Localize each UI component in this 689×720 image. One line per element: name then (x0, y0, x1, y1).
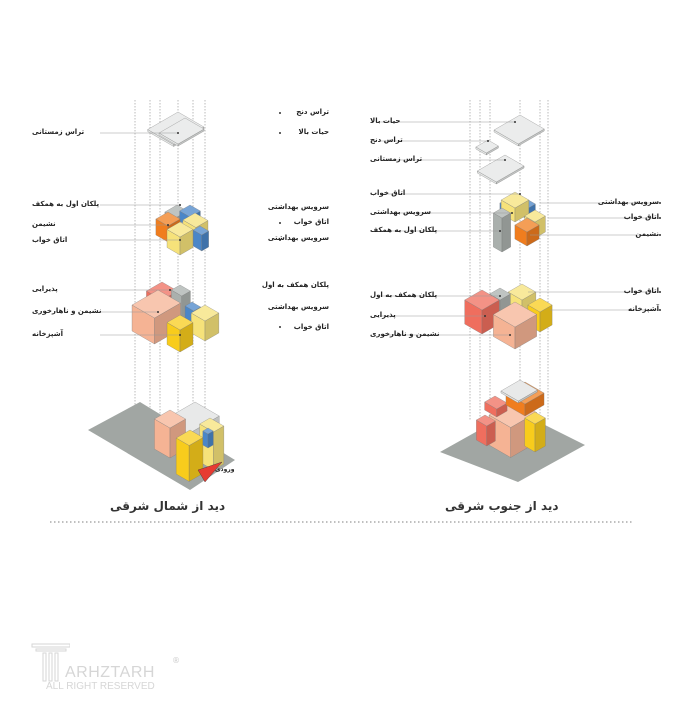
ground-block-top-face (154, 409, 186, 429)
leader-dot (157, 311, 159, 313)
kitchen-block-top-face (166, 314, 194, 331)
label-cozy-terrace: تراس دنج (370, 136, 403, 144)
leader-dot (279, 222, 281, 224)
leader-dot (487, 140, 489, 142)
stair-block-left-face (493, 212, 503, 253)
winter-terrace-slab-top-face (476, 154, 525, 183)
ground-block-top-face (202, 427, 214, 435)
label-bathroom: سرویس بهداشتی (267, 203, 329, 211)
label-living-dining: نشیمن و ناهارخوری (370, 330, 440, 338)
bathroom-block-top-face (184, 301, 201, 312)
label-bathroom: سرویس بهداشتی (370, 208, 432, 216)
stair-block-top-face (489, 287, 511, 301)
stair-block-right-face (501, 212, 511, 253)
label-stair-ground-first: پلکان همکف به اول (261, 281, 329, 289)
leader-dot (499, 295, 501, 297)
label-bedroom: اتاق خواب (293, 323, 329, 331)
leader-dot (279, 307, 281, 309)
leader-dot (279, 239, 281, 241)
label-bathroom: سرویس بهداشتی (267, 303, 329, 311)
bedroom-block-top-face (500, 191, 530, 209)
label-bedroom: اتاق خواب (370, 189, 406, 197)
leader-dot (177, 132, 179, 134)
leader-dot (659, 202, 661, 204)
label-cozy-terrace: تراس دنج (296, 108, 329, 116)
caption-southeast-view: دید از جنوب شرقی (445, 499, 559, 513)
caption-northeast-view: دید از شمال شرقی (110, 499, 226, 513)
leader-dot (179, 334, 181, 336)
bedroom-block-top-face (190, 304, 220, 322)
label-bathroom: سرویس بهداشتی (267, 234, 329, 242)
label-upper-yard: حیات بالا (370, 117, 401, 125)
leader-dot (279, 112, 281, 114)
upper-yard-slab-top-face (493, 114, 545, 145)
leader-dot (504, 159, 506, 161)
entrance-label: ورودی (215, 466, 235, 473)
label-upper-yard: حیات بالا (298, 128, 329, 136)
leader-dot (167, 224, 169, 226)
bathroom-block-top-face (192, 225, 209, 236)
label-living: نشیمن (635, 230, 659, 238)
ground-block-top-face (524, 411, 546, 425)
bedroom-block-top-face (182, 212, 209, 228)
reception-block-top-face (464, 289, 500, 311)
label-stair-first-ground: پلکان اول به همکف (370, 226, 438, 234)
logo-name: ARHZTARH (65, 664, 155, 681)
living-block-top-face (514, 217, 540, 233)
label-bedroom: اتاق خواب (293, 218, 329, 226)
label-bathroom: سرویس بهداشتی (597, 198, 659, 206)
leader-dot (279, 132, 281, 134)
upper-yard-slab-top-face (158, 117, 205, 145)
ground-block-top-face (476, 414, 496, 427)
leader-dot (279, 326, 281, 328)
leader-dot (659, 234, 661, 236)
living-dining-block-top-face (131, 289, 181, 319)
leader-dot (179, 239, 181, 241)
label-bedroom: اتاق خواب (623, 213, 659, 221)
leader-dot (509, 334, 511, 336)
leader-dot (279, 207, 281, 209)
label-winter-terrace: تراس زمستانی (370, 155, 423, 163)
leader-dot (659, 309, 661, 311)
ground-block-top-face (199, 417, 225, 433)
label-winter-terrace: تراس زمستانی (32, 128, 85, 136)
living-dining-block-top-face (493, 301, 537, 328)
leader-dot (484, 315, 486, 317)
label-bedroom: اتاق خواب (32, 236, 68, 244)
leader-dot (511, 212, 513, 214)
label-kitchen: آشپزخانه (32, 330, 64, 338)
ground-block-top-face (175, 429, 204, 446)
label-living-dining: نشیمن و ناهارخوری (32, 307, 102, 315)
label-stair-first-ground: پلکان اول به همکف (32, 200, 100, 208)
cozy-terrace-slab-top-face (475, 139, 499, 154)
label-stair-ground-first: پلکان همکف به اول (370, 291, 438, 299)
pillar-logo-icon (31, 643, 70, 682)
label-living: نشیمن (32, 220, 56, 228)
label-reception: پذیرایی (32, 285, 58, 293)
leader-dot (514, 121, 516, 123)
leader-dot (279, 284, 281, 286)
bedroom-block-top-face (166, 221, 194, 238)
logo-sub: ALL RIGHT RESERVED (46, 681, 155, 692)
label-bedroom: اتاق خواب (623, 287, 659, 295)
registered-mark: ® (172, 656, 180, 665)
bedroom-block-top-face (507, 283, 537, 301)
leader-dot (659, 291, 661, 293)
bedroom-block-top-face (524, 209, 546, 223)
kitchen-block-top-face (527, 297, 553, 313)
roof-slab-top-face (500, 379, 538, 402)
watermark-logo: ARHZTARH ALL RIGHT RESERVED ® (30, 640, 190, 700)
ground-block-top-face (484, 395, 508, 410)
label-kitchen: آشپزخانه (627, 305, 659, 313)
label-reception: پذیرایی (370, 311, 396, 319)
leader-dot (499, 230, 501, 232)
entrance-arrow-icon (197, 461, 223, 483)
leader-dot (519, 193, 521, 195)
stair-block-top-face (171, 284, 191, 297)
leader-dot (659, 217, 661, 219)
leader-dot (179, 204, 181, 206)
leader-dot (169, 289, 171, 291)
